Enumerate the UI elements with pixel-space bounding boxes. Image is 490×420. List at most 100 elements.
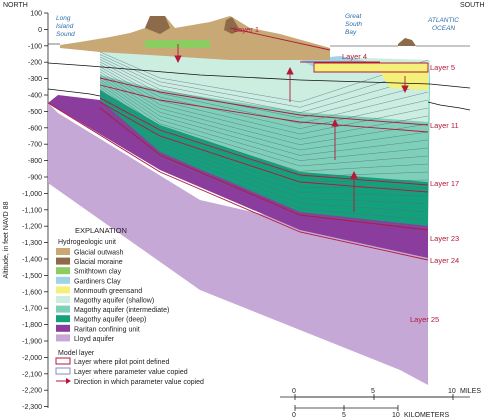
y-tick-label: -2,300 xyxy=(22,404,42,411)
y-tick-label: -800 xyxy=(28,158,42,165)
layer-line xyxy=(99,64,429,129)
layer23-outline xyxy=(99,107,429,231)
barrier-island xyxy=(398,38,416,46)
scale-km-5: 5 xyxy=(342,412,346,419)
scale-miles-unit: MILES xyxy=(460,388,481,395)
label-layer5: Layer 5 xyxy=(430,63,455,72)
y-tick-label: -2,100 xyxy=(22,371,42,378)
legend-unit-label: Magothy aquifer (deep) xyxy=(74,317,146,324)
layer-line xyxy=(99,93,429,197)
y-tick-label: -2,000 xyxy=(22,355,42,362)
y-tick-label: -900 xyxy=(28,175,42,182)
label-layer24: Layer 24 xyxy=(430,256,459,265)
layer-line xyxy=(99,61,429,124)
y-tick-label: -500 xyxy=(28,109,42,116)
label-layer1: Layer 1 xyxy=(234,25,259,34)
legend-unit-label: Monmouth greensand xyxy=(74,288,142,295)
legend-unit-label: Magothy aquifer (intermediate) xyxy=(74,307,169,314)
legend-unit-swatch xyxy=(56,267,70,275)
legend-pilot-swatch xyxy=(55,357,71,365)
scale-miles-5: 5 xyxy=(371,388,375,395)
y-tick-label: -1,000 xyxy=(22,191,42,198)
layer1-outline xyxy=(229,27,331,51)
layer11-outline-b xyxy=(99,84,429,133)
legend-unit-heading: Hydrogeologic unit xyxy=(58,239,116,246)
legend-unit-swatch xyxy=(56,305,70,313)
legend-unit-swatch xyxy=(56,334,70,342)
layer-line xyxy=(99,91,429,189)
y-tick-label: -1,300 xyxy=(22,240,42,247)
legend-model-item-0: Layer where pilot point defined xyxy=(74,359,169,366)
arrow-layer17-head xyxy=(350,170,358,179)
y-tick-label: -100 xyxy=(28,43,42,50)
scale-miles-10: 10 xyxy=(448,388,456,395)
smithtown-clay-region xyxy=(145,40,210,48)
lloyd-aquifer-region xyxy=(48,103,428,385)
y-tick-label: -2,200 xyxy=(22,388,42,395)
layer-line xyxy=(99,71,429,145)
arrow-layer11-head xyxy=(331,118,339,127)
legend-model-heading: Model layer xyxy=(58,350,95,357)
y-tick-label: -600 xyxy=(28,125,42,132)
scale-miles-0: 0 xyxy=(292,388,296,395)
y-tick-label: -1,900 xyxy=(22,339,42,346)
y-tick-label: -1,200 xyxy=(22,224,42,231)
legend-title: EXPLANATION xyxy=(75,226,127,235)
y-tick-label: -1,700 xyxy=(22,306,42,313)
legend-unit-label: Glacial moraine xyxy=(74,259,123,266)
raritan-confining-unit-region xyxy=(48,95,428,258)
legend-arrow-head xyxy=(66,378,71,384)
copy-direction-arrows xyxy=(174,44,409,212)
place-great-south-bay-2: South xyxy=(345,21,362,28)
layer-line xyxy=(99,84,429,172)
y-tick-label: -1,800 xyxy=(22,322,42,329)
place-atlantic-ocean-2: OCEAN xyxy=(432,25,455,32)
legend-unit-label: Magothy aquifer (shallow) xyxy=(74,298,154,305)
legend-model-item-2: Direction in which parameter value copie… xyxy=(74,379,204,386)
arrow-layer1-head xyxy=(174,55,182,64)
place-atlantic-ocean-1: ATLANTIC xyxy=(427,17,459,24)
scale-km-unit: KILOMETERS xyxy=(404,412,449,419)
y-tick-label: -1,400 xyxy=(22,257,42,264)
y-tick-label: 0 xyxy=(38,27,42,34)
place-great-south-bay-1: Great xyxy=(345,13,362,20)
layer-line xyxy=(99,51,429,103)
glacial-moraine-region xyxy=(145,16,170,34)
legend-unit-label: Smithtown clay xyxy=(74,269,122,276)
legend-unit-swatch xyxy=(56,296,70,303)
layer-line xyxy=(99,76,429,156)
boundary-line-mid xyxy=(47,88,101,97)
y-tick-label: -1,100 xyxy=(22,207,42,214)
y-tick-label: -1,500 xyxy=(22,273,42,280)
legend-model-item-1: Layer where parameter value copied xyxy=(74,369,188,376)
scale-km-0: 0 xyxy=(292,412,296,419)
layer-line xyxy=(99,69,429,140)
scale-bar: 0 5 10 MILES 0 5 10 KILOMETERS xyxy=(280,388,481,419)
layer-line xyxy=(99,98,429,213)
legend-unit-swatch xyxy=(56,257,70,265)
layer-line xyxy=(99,86,429,177)
y-tick-label: -300 xyxy=(28,76,42,83)
y-tick-label: -400 xyxy=(28,93,42,100)
layer-line xyxy=(99,79,429,161)
scale-km-10: 10 xyxy=(392,412,400,419)
pilot-layer-outlines xyxy=(47,27,429,261)
layer11-outline xyxy=(99,77,429,126)
y-tick-label: -1,600 xyxy=(22,289,42,296)
legend-unit-label: Raritan confining unit xyxy=(74,326,140,333)
place-long-island-sound-2: Island xyxy=(56,23,74,30)
legend-unit-swatch xyxy=(56,276,70,284)
south-label: SOUTH xyxy=(460,2,485,9)
legend-copied-swatch xyxy=(55,367,71,375)
label-layer23: Layer 23 xyxy=(430,234,459,243)
arrow-layer5-down-head xyxy=(401,85,409,94)
layer-line xyxy=(99,96,429,205)
arrow-layer5-head xyxy=(286,66,294,75)
legend-unit-label: Lloyd aquifer xyxy=(74,336,115,343)
label-layer4: Layer 4 xyxy=(342,52,367,61)
place-labels: Long Island Sound Great South Bay ATLANT… xyxy=(56,13,459,38)
boundary-line-right xyxy=(427,101,471,111)
y-tick-label: -200 xyxy=(28,60,42,67)
